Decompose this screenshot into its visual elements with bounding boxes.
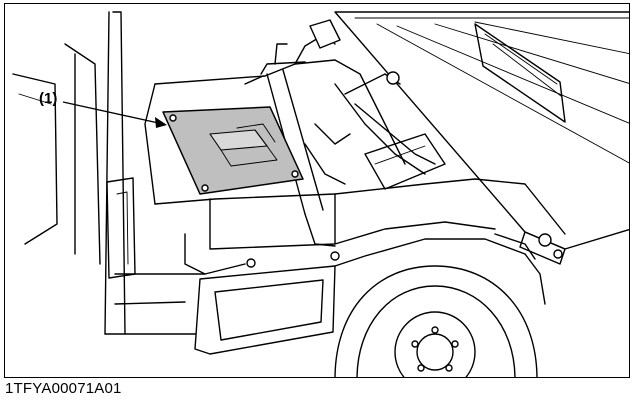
raised-cargo-bed bbox=[334, 11, 629, 265]
highlighted-cover-plate bbox=[162, 106, 304, 195]
front-wheel bbox=[334, 265, 538, 377]
left-frame-structure bbox=[12, 11, 136, 335]
callout-leader bbox=[62, 101, 167, 128]
vehicle-line-drawing bbox=[12, 11, 629, 377]
figure-code: 1TFYA00071A01 bbox=[5, 380, 122, 397]
engine-compartment bbox=[144, 19, 446, 205]
lower-body-and-fender bbox=[104, 178, 566, 355]
callout-label: (1) bbox=[39, 90, 58, 107]
figure-frame: (1) bbox=[4, 3, 630, 378]
